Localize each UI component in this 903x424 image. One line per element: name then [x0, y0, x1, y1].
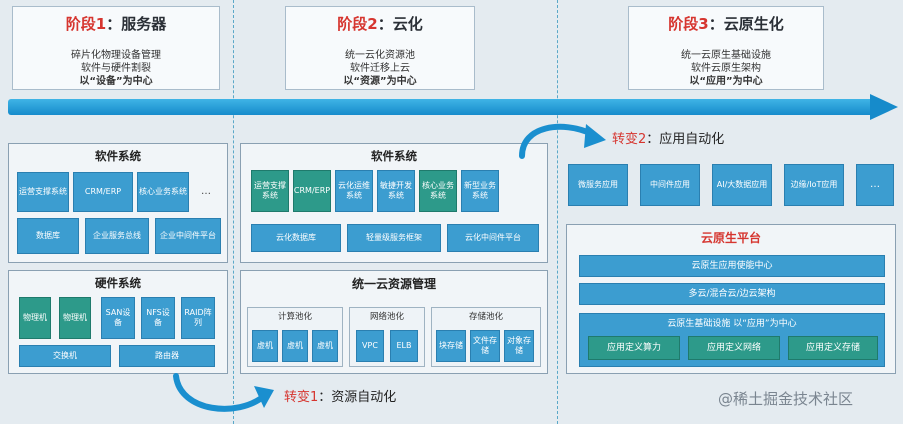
component-box: 云化中间件平台: [447, 224, 539, 252]
stage-1-card: 阶段1：服务器 碎片化物理设备管理 软件与硬件割裂 以“设备”为中心: [12, 6, 220, 90]
panel-title: 统一云资源管理: [351, 277, 436, 291]
stage-2-bullet: 以“资源”为中心: [343, 76, 417, 87]
hardware-box: RAID阵列: [181, 297, 215, 339]
system-box: 云化运维系统: [335, 170, 373, 212]
system-box: 敏捷开发系统: [377, 170, 415, 212]
pool-title: 网络池化: [369, 312, 404, 322]
system-box: 运营支撑系统: [251, 170, 289, 212]
network-device-box: 路由器: [119, 345, 215, 367]
app-box: 微服务应用: [568, 164, 628, 206]
storage-pool: 存储池化 块存储 文件存储 对象存储: [431, 307, 541, 367]
app-box: 中间件应用: [640, 164, 700, 206]
transition-1-arrow: [173, 373, 274, 412]
transition-1-prefix: 转变1: [284, 390, 319, 405]
network-pool: 网络池化 VPC ELB: [349, 307, 425, 367]
pool-title: 计算池化: [277, 312, 312, 322]
transition-1-suffix: ：资源自动化: [318, 390, 397, 405]
network-device-box: 交换机: [19, 345, 111, 367]
stage-3-bullet: 以“应用”为中心: [689, 76, 763, 87]
hardware-box: SAN设备: [101, 297, 135, 339]
infra-title: 云原生基础设施 以“应用”为中心: [667, 319, 797, 329]
system-box: 新型业务系统: [461, 170, 499, 212]
cloud-native-infra: 云原生基础设施 以“应用”为中心 应用定义算力 应用定义网络 应用定义存储: [579, 313, 885, 367]
app-box: 边缘/IoT应用: [784, 164, 844, 206]
compute-pool: 计算池化 虚机 虚机 虚机: [247, 307, 343, 367]
system-box: 核心业务系统: [137, 172, 189, 212]
stage-2-card: 阶段2：云化 统一云化资源池 软件迁移上云 以“资源”为中心: [285, 6, 475, 90]
timeline-arrow-head: [870, 94, 898, 120]
network-box: VPC: [356, 330, 384, 362]
storage-box: 对象存储: [504, 330, 534, 362]
app-box-ellipsis: …: [856, 164, 894, 206]
platform-row: 多云/混合云/边云架构: [579, 283, 885, 305]
app-box: AI/大数据应用: [712, 164, 772, 206]
stage-1-bullet: 软件与硬件割裂: [81, 63, 151, 74]
network-box: ELB: [390, 330, 418, 362]
platform-row: 云原生应用使能中心: [579, 255, 885, 277]
hardware-box: NFS设备: [141, 297, 175, 339]
definition-box: 应用定义存储: [788, 336, 878, 360]
stage-divider: [233, 0, 234, 424]
panel-title: 软件系统: [371, 149, 417, 163]
stage-2-label: 阶段2: [337, 15, 378, 33]
stage-1-bullet: 以“设备”为中心: [79, 76, 153, 87]
system-box: CRM/ERP: [73, 172, 133, 212]
system-box: 核心业务系统: [419, 170, 457, 212]
system-box: CRM/ERP: [293, 170, 331, 212]
stage-divider: [557, 0, 558, 424]
panel-title: 硬件系统: [95, 276, 141, 290]
stage-1-hardware-panel: 硬件系统 物理机 物理机 SAN设备 NFS设备 RAID阵列 交换机 路由器: [8, 270, 228, 374]
storage-box: 文件存储: [470, 330, 500, 362]
component-box: 企业服务总线: [85, 218, 149, 254]
timeline-band: [8, 99, 882, 115]
stage-2-name: ：云化: [377, 15, 423, 33]
vm-box: 虚机: [282, 330, 308, 362]
stage-2-bullet: 统一云化资源池: [345, 50, 415, 61]
stage-1-bullet: 碎片化物理设备管理: [71, 50, 161, 61]
stage-2-resource-panel: 统一云资源管理 计算池化 虚机 虚机 虚机 网络池化 VPC ELB 存储池化 …: [240, 270, 548, 374]
panel-title: 软件系统: [95, 149, 141, 163]
stage-3-bullet: 软件云原生架构: [691, 63, 761, 74]
stage-3-bullet: 统一云原生基础设施: [681, 50, 771, 61]
transition-2-suffix: ：应用自动化: [646, 132, 725, 147]
vm-box: 虚机: [252, 330, 278, 362]
transition-2-label: 转变2：应用自动化: [612, 128, 724, 147]
definition-box: 应用定义网络: [688, 336, 780, 360]
stage-3-label: 阶段3: [668, 15, 709, 33]
stage-3-name: ：云原生化: [708, 15, 784, 33]
transition-2-arrow: [519, 123, 606, 159]
component-box: 数据库: [17, 218, 79, 254]
storage-box: 块存储: [436, 330, 466, 362]
cloud-native-platform-panel: 云原生平台 云原生应用使能中心 多云/混合云/边云架构 云原生基础设施 以“应用…: [566, 224, 896, 374]
watermark: @稀土掘金技术社区: [718, 390, 854, 408]
definition-box: 应用定义算力: [588, 336, 680, 360]
hardware-box: 物理机: [59, 297, 91, 339]
transition-2-prefix: 转变2: [612, 132, 647, 147]
system-box: 运营支撑系统: [17, 172, 69, 212]
stage-2-bullet: 软件迁移上云: [350, 63, 410, 74]
transition-1-label: 转变1：资源自动化: [284, 386, 396, 405]
stage-3-card: 阶段3：云原生化 统一云原生基础设施 软件云原生架构 以“应用”为中心: [628, 6, 824, 90]
hardware-box: 物理机: [19, 297, 51, 339]
ellipsis: …: [201, 186, 211, 197]
stage-2-software-panel: 软件系统 运营支撑系统 CRM/ERP 云化运维系统 敏捷开发系统 核心业务系统…: [240, 143, 548, 263]
vm-box: 虚机: [312, 330, 338, 362]
stage-1-name: ：服务器: [106, 15, 167, 33]
pool-title: 存储池化: [468, 312, 503, 322]
stage-1-label: 阶段1: [65, 15, 107, 33]
component-box: 轻量级服务框架: [347, 224, 441, 252]
stage-1-software-panel: 软件系统 运营支撑系统 CRM/ERP 核心业务系统 … 数据库 企业服务总线 …: [8, 143, 228, 263]
panel-title: 云原生平台: [700, 231, 761, 245]
component-box: 云化数据库: [251, 224, 341, 252]
component-box: 企业中间件平台: [155, 218, 221, 254]
